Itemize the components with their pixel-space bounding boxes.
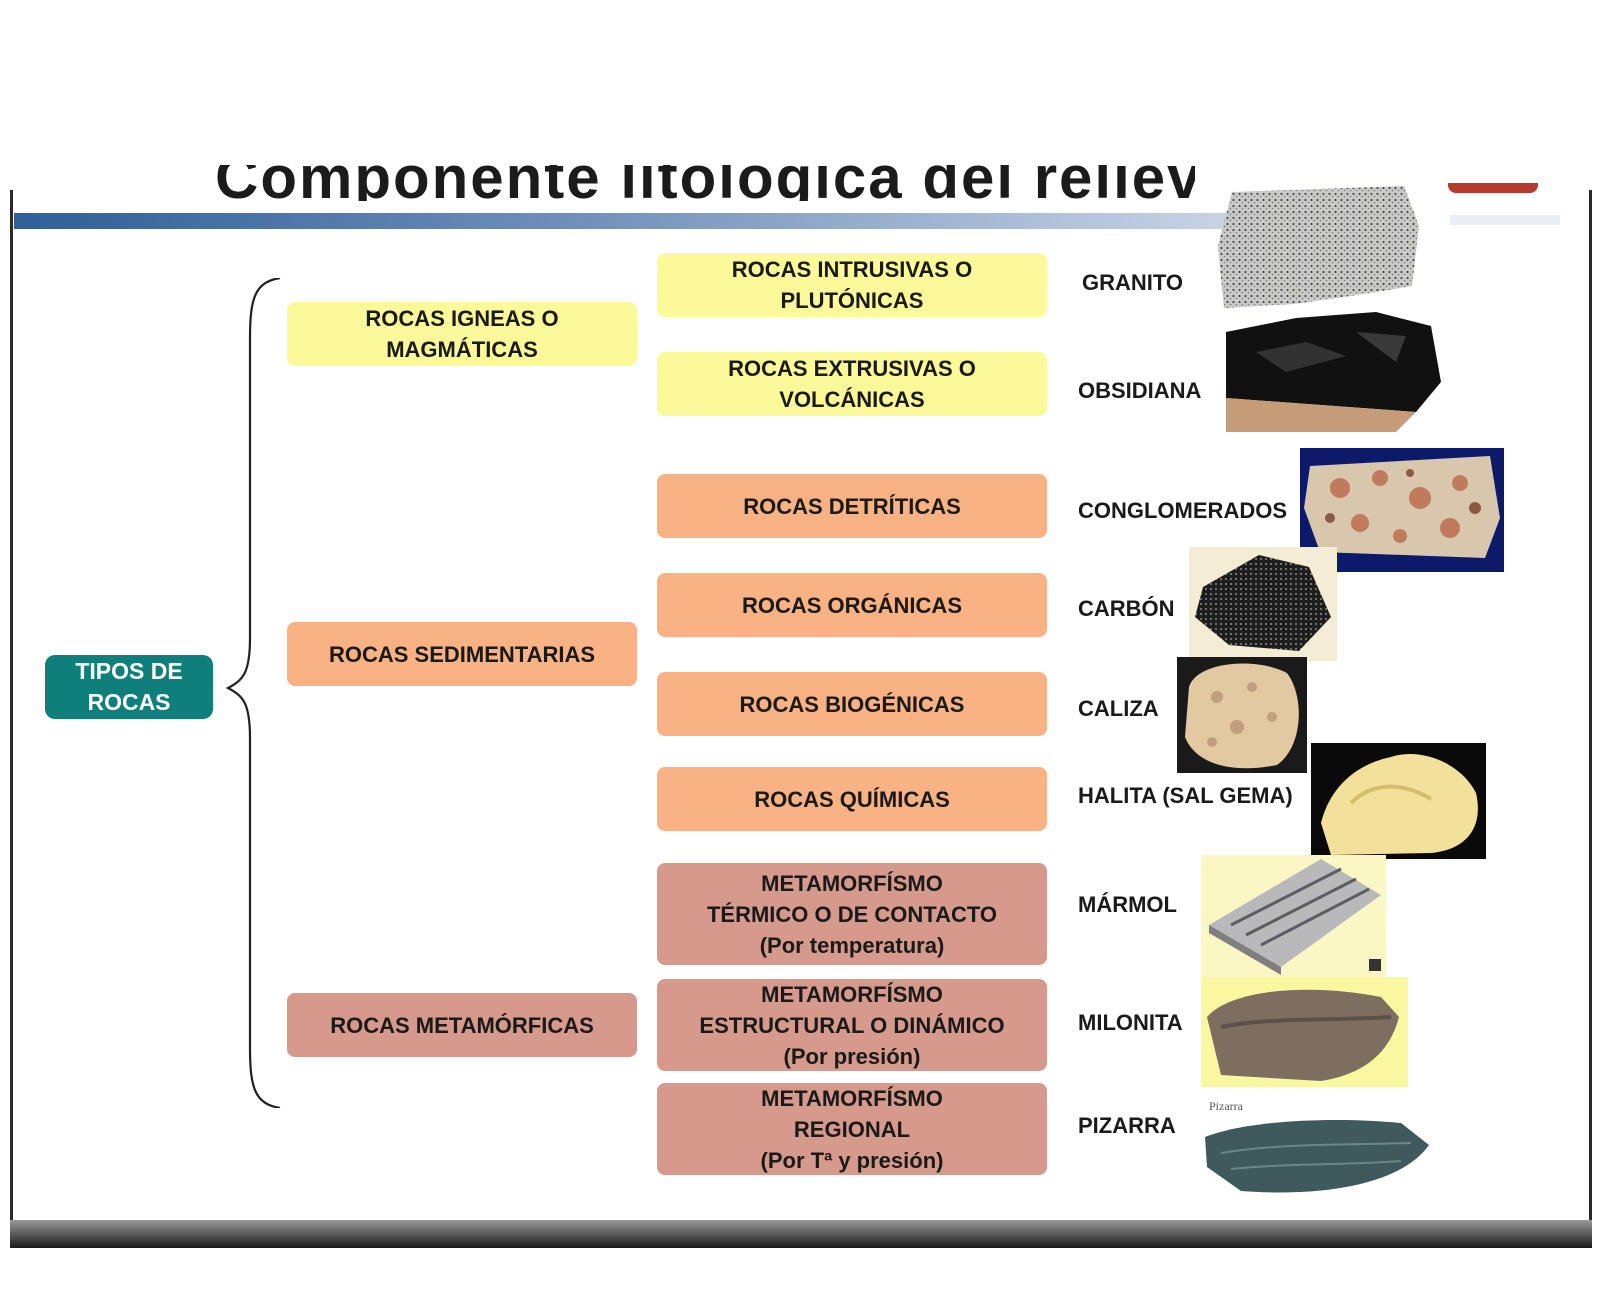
curly-brace [225, 278, 281, 1108]
subtype-label: ROCAS INTRUSIVAS O PLUTÓNICAS [731, 257, 973, 313]
example-pizarra: PIZARRA [1078, 1113, 1176, 1138]
limestone-photo [1177, 657, 1307, 773]
group-label: ROCAS METAMÓRFICAS [330, 1012, 594, 1038]
slide-bottom-shadow [10, 1220, 1592, 1248]
root-node: TIPOS DE ROCAS [45, 655, 213, 719]
title-underline-band [14, 213, 1244, 229]
example-halita: HALITA (SAL GEMA) [1078, 783, 1293, 808]
example-obsidiana: OBSIDIANA [1078, 378, 1202, 403]
coal-photo [1189, 547, 1337, 661]
subtype-biogenicas: ROCAS BIOGÉNICAS [657, 672, 1047, 736]
subtype-intrusivas: ROCAS INTRUSIVAS O PLUTÓNICAS [657, 253, 1047, 317]
subtype-regional: METAMORFÍSMO REGIONAL (Por Tª y presión) [657, 1083, 1047, 1175]
subtype-label: ROCAS EXTRUSIVAS O VOLCÁNICAS [728, 356, 976, 412]
subtype-quimicas: ROCAS QUÍMICAS [657, 767, 1047, 831]
granite-photo [1214, 186, 1434, 312]
root-label: TIPOS DE ROCAS [75, 658, 183, 715]
marble-photo [1201, 855, 1386, 977]
subtype-label: ROCAS BIOGÉNICAS [739, 691, 965, 717]
subtype-label: METAMORFÍSMO ESTRUCTURAL O DINÁMICO (Por… [699, 981, 1005, 1069]
slide-accent-tab [1448, 183, 1538, 193]
title-underline-band-right [1450, 215, 1560, 225]
group-label: ROCAS SEDIMENTARIAS [328, 641, 596, 667]
subtype-detriticas: ROCAS DETRÍTICAS [657, 474, 1047, 538]
group-metamorficas: ROCAS METAMÓRFICAS [287, 993, 637, 1057]
example-marmol: MÁRMOL [1078, 892, 1177, 917]
slate-photo: Pizarra [1201, 1097, 1434, 1211]
example-caliza: CALIZA [1078, 696, 1159, 721]
subtype-label: METAMORFÍSMO TÉRMICO O DE CONTACTO (Por … [706, 870, 998, 958]
subtype-termico: METAMORFÍSMO TÉRMICO O DE CONTACTO (Por … [657, 863, 1047, 965]
example-milonita: MILONITA [1078, 1010, 1183, 1035]
slate-photo-caption: Pizarra [1209, 1099, 1243, 1113]
subtype-label: METAMORFÍSMO REGIONAL (Por Tª y presión) [760, 1085, 944, 1173]
example-granito: GRANITO [1082, 270, 1184, 295]
halite-photo [1311, 743, 1486, 859]
group-sedimentarias: ROCAS SEDIMENTARIAS [287, 622, 637, 686]
subtype-label: ROCAS QUÍMICAS [754, 786, 950, 812]
obsidian-photo [1226, 312, 1444, 432]
group-igneas: ROCAS IGNEAS O MAGMÁTICAS [287, 302, 637, 366]
group-label: ROCAS IGNEAS O MAGMÁTICAS [365, 306, 559, 362]
mylonite-photo [1201, 977, 1408, 1087]
slide-title-cropped: Componente litológica del relieve [215, 165, 1195, 201]
subtype-label: ROCAS ORGÁNICAS [741, 592, 962, 618]
example-carbon: CARBÓN [1078, 596, 1175, 621]
subtype-label: ROCAS DETRÍTICAS [743, 493, 961, 519]
subtype-estructural: METAMORFÍSMO ESTRUCTURAL O DINÁMICO (Por… [657, 979, 1047, 1071]
subtype-extrusivas: ROCAS EXTRUSIVAS O VOLCÁNICAS [657, 352, 1047, 416]
example-conglomerados: CONGLOMERADOS [1078, 498, 1287, 523]
subtype-organicas: ROCAS ORGÁNICAS [657, 573, 1047, 637]
slide-title: Componente litológica del relieve [215, 165, 1195, 201]
